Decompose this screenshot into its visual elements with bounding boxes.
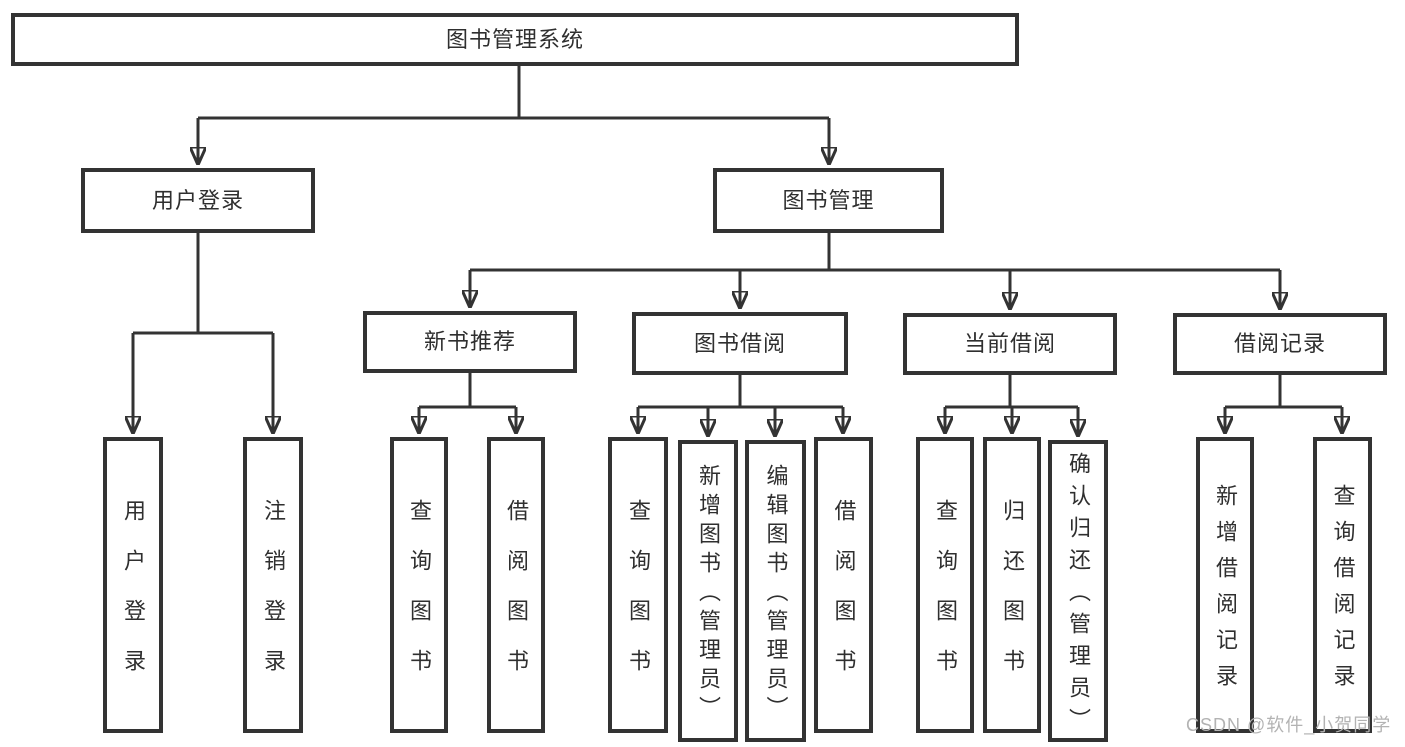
node-label: 借阅记录	[1233, 331, 1326, 356]
node-label: 新书推荐	[423, 329, 516, 354]
node-label: 查询借阅记录	[1330, 484, 1356, 700]
leaf-add-books-admin: 新增图书（管理员）	[678, 440, 738, 742]
node-book-management: 图书管理	[713, 168, 944, 233]
node-label: 图书管理	[782, 187, 875, 213]
node-label: 当前借阅	[963, 331, 1056, 356]
node-label: 借阅图书	[504, 499, 529, 699]
leaf-logout: 注销登录	[243, 437, 303, 733]
node-label: 归还图书	[1000, 499, 1025, 699]
node-book-borrowing: 图书借阅	[632, 312, 848, 375]
node-label: 借阅图书	[831, 499, 857, 699]
leaf-query-books-borrowing: 查询图书	[608, 437, 668, 733]
node-label: 用户登录	[151, 187, 244, 213]
node-label: 图书借阅	[693, 330, 786, 356]
node-user-login: 用户登录	[81, 168, 315, 233]
node-borrowing-records: 借阅记录	[1173, 313, 1387, 375]
node-label: 用户登录	[121, 499, 146, 699]
leaf-return-books: 归还图书	[983, 437, 1041, 733]
leaf-query-borrow-record: 查询借阅记录	[1313, 437, 1372, 733]
leaf-user-login: 用户登录	[103, 437, 163, 733]
leaf-query-books-recommendation: 查询图书	[390, 437, 448, 733]
leaf-add-borrow-record: 新增借阅记录	[1196, 437, 1254, 733]
leaf-borrow-books: 借阅图书	[814, 437, 873, 733]
node-label: 确认归还（管理员）	[1066, 452, 1091, 740]
leaf-query-books-current: 查询图书	[916, 437, 974, 733]
leaf-confirm-return-admin: 确认归还（管理员）	[1048, 440, 1108, 742]
csdn-watermark: CSDN @软件_小贺同学	[1186, 715, 1392, 735]
node-label: 图书管理系统	[445, 26, 584, 52]
node-label: 新增图书（管理员）	[696, 464, 721, 725]
node-root-system: 图书管理系统	[11, 13, 1019, 66]
leaf-edit-books-admin: 编辑图书（管理员）	[745, 440, 806, 742]
leaf-borrow-books-recommendation: 借阅图书	[487, 437, 545, 733]
node-new-book-recommendation: 新书推荐	[363, 311, 577, 373]
node-label: 注销登录	[261, 499, 286, 699]
node-label: 查询图书	[407, 499, 432, 699]
node-current-borrowing: 当前借阅	[903, 313, 1117, 375]
node-label: 查询图书	[933, 499, 958, 699]
node-label: 编辑图书（管理员）	[763, 464, 789, 725]
node-label: 查询图书	[626, 499, 651, 699]
node-label: 新增借阅记录	[1213, 484, 1238, 700]
